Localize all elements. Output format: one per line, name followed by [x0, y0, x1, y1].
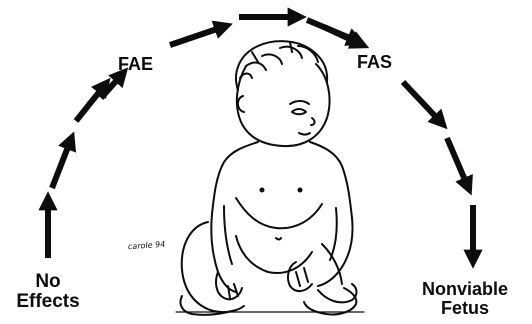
label-nonviable-fetus: Nonviable Fetus [402, 280, 528, 318]
label-fas: FAS [357, 53, 392, 72]
baby-arm-right [318, 208, 353, 286]
arrow-up-4 [101, 80, 117, 98]
baby-illustration [176, 41, 364, 315]
baby-nipple-left [261, 189, 264, 192]
baby-mouth [299, 133, 310, 135]
arrow-right-4 [324, 27, 354, 41]
baby-nipple-right [299, 189, 302, 192]
arrow-up-3 [76, 91, 100, 121]
label-nonviable-line1: Nonviable [402, 280, 528, 299]
baby-ear [238, 96, 244, 112]
baby-navel [276, 238, 281, 240]
baby-brow [290, 101, 309, 104]
arrow-up-2 [52, 147, 68, 188]
label-no-effects: No Effects [0, 272, 96, 312]
baby-arm-left [211, 206, 236, 292]
baby-eye [292, 109, 306, 114]
baby-diaper [236, 236, 312, 273]
baby-torso [212, 142, 352, 218]
arrow-down-2 [447, 138, 465, 180]
label-fae: FAE [118, 55, 153, 74]
arrow-right-1 [170, 29, 217, 45]
progression-arrows [48, 17, 473, 258]
label-no-effects-line2: Effects [0, 292, 96, 312]
arrow-down-1 [403, 82, 436, 117]
baby-belly [236, 198, 322, 228]
label-nonviable-line2: Fetus [402, 299, 528, 318]
label-no-effects-line1: No [0, 272, 96, 292]
baby-nose [311, 118, 315, 125]
baby-hair [236, 41, 327, 90]
